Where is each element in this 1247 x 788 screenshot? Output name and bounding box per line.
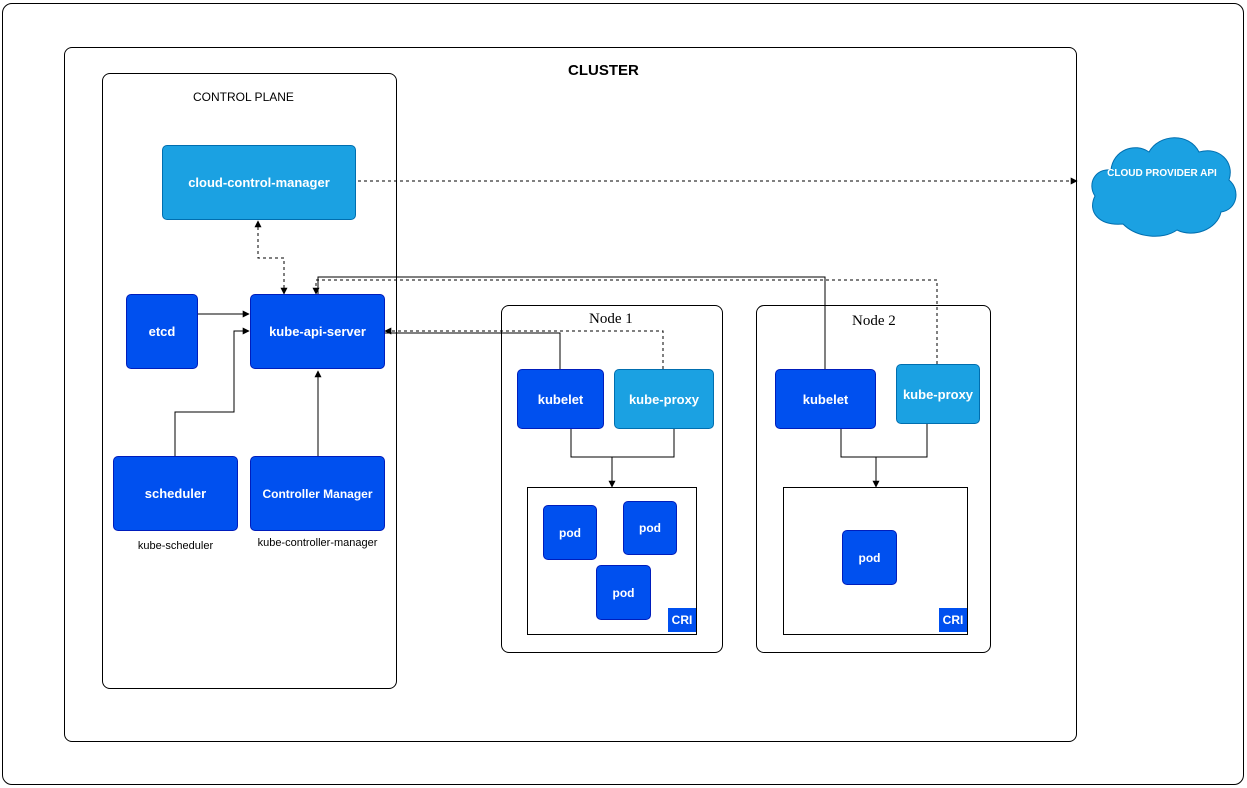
controller-manager-caption: kube-controller-manager [257,537,378,549]
node-1-pod-2: pod [623,501,677,555]
control-plane-title: CONTROL PLANE [193,90,294,104]
cluster-title: CLUSTER [568,62,639,79]
node1-kubelet-proxy-join [570,429,675,458]
node-2-kube-proxy-box: kube-proxy [896,364,980,424]
cloud-provider-label: CLOUD PROVIDER API [1107,168,1217,179]
node1-kubelet-to-api-line [385,332,561,370]
node-2-boundary [756,305,991,653]
ccm-api-server-line [254,220,288,295]
node2-proxy-to-api-line [312,279,938,364]
node-1-pod-3: pod [596,565,651,620]
scheduler-box: scheduler [113,456,238,531]
node-2-kubelet-box: kubelet [775,369,876,429]
controller-manager-box: Controller Manager [250,456,385,531]
node-2-pod-1: pod [842,530,897,585]
outer-canvas-frame [2,3,1244,785]
etcd-box: etcd [126,294,198,369]
node-2-title: Node 2 [852,313,896,329]
node-1-kubelet-box: kubelet [517,369,604,429]
node-1-title: Node 1 [589,311,633,327]
node-1-pod-1: pod [543,505,597,560]
node-1-cri-badge: CRI [668,608,696,632]
cloud-provider-cloud-icon [1091,137,1237,237]
node1-proxy-to-api-line [384,327,664,369]
node2-kubelet-proxy-join [840,424,928,458]
scheduler-caption: kube-scheduler [137,540,214,552]
node-2-cri-badge: CRI [939,608,967,632]
scheduler-to-api-server-line [174,327,250,456]
node-1-kube-proxy-box: kube-proxy [614,369,714,429]
node2-kubelet-to-api-line [317,276,826,369]
cluster-boundary [64,47,1077,742]
node-1-boundary [501,305,723,653]
control-plane-boundary [102,73,397,689]
kube-api-server-box: kube-api-server [250,294,385,369]
cloud-control-manager-box: cloud-control-manager [162,145,356,220]
